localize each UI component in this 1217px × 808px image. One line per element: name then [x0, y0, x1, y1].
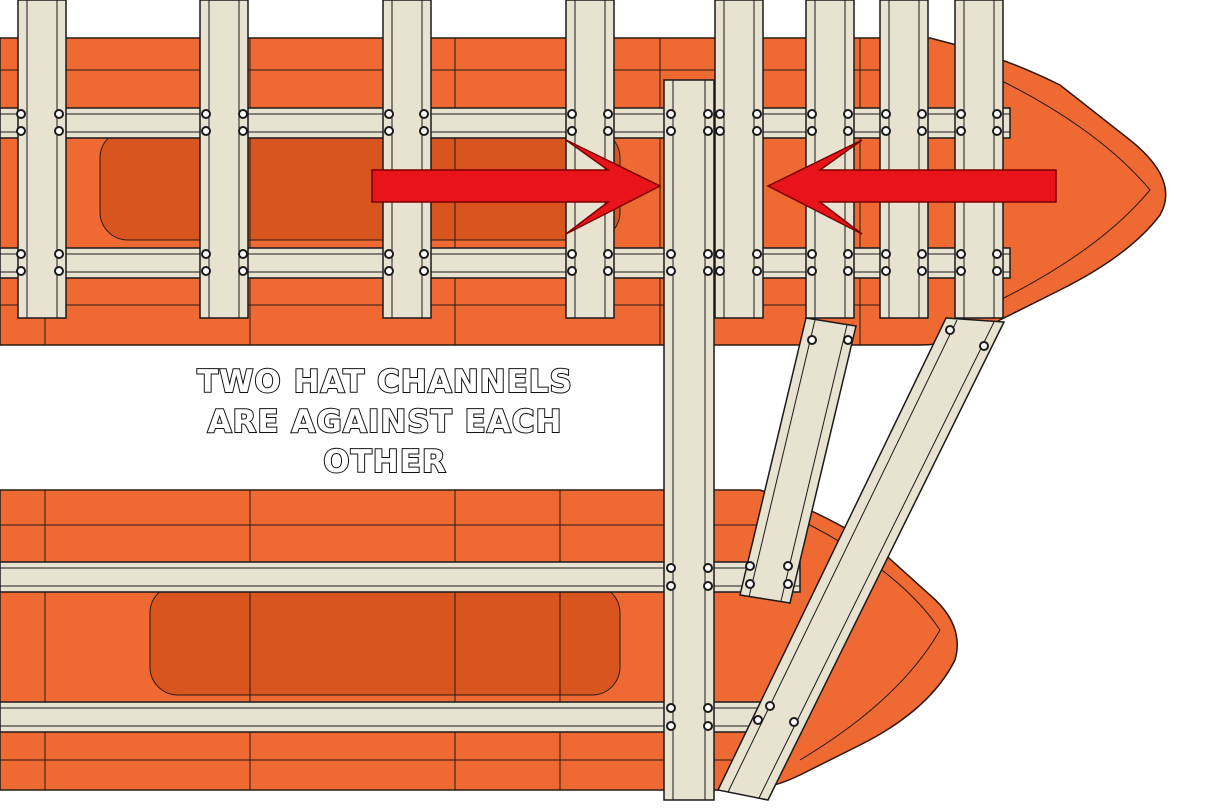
main-vertical-hat-channel: [663, 79, 715, 801]
callout-label: TWO HAT CHANNELS ARE AGAINST EACH OTHER: [150, 362, 620, 482]
arrow-right-icon: [371, 139, 662, 235]
arrow-left-icon: [766, 139, 1057, 235]
upper-vertical-hat-channels: [17, 0, 1004, 319]
callout-line-3: OTHER: [322, 443, 447, 481]
angled-hat-channel-left: [739, 317, 857, 604]
angled-hat-channel-right: [716, 317, 1006, 801]
bolts: [16, 109, 1002, 731]
callout-line-2: ARE AGAINST EACH: [207, 403, 563, 441]
callout-line-1: TWO HAT CHANNELS: [196, 363, 573, 401]
